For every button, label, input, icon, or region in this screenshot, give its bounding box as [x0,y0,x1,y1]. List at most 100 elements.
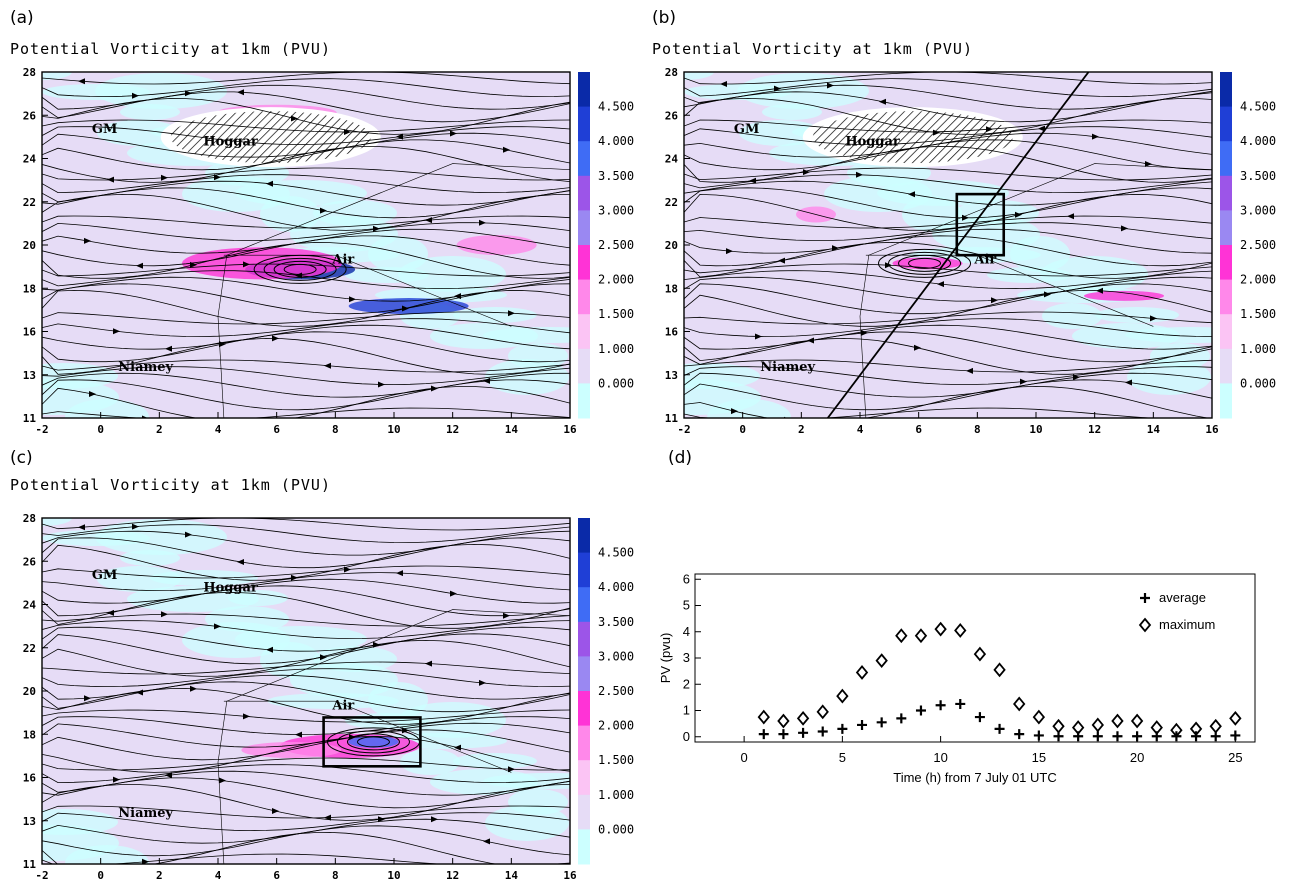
colorbar-label: 2.000 [598,719,634,733]
streamline [684,174,1212,194]
pv-low-patch [205,606,289,632]
pv-low-patch [508,789,568,815]
place-label: Niamey [118,806,173,821]
maximum-point [1052,718,1065,734]
x-tick-label: 10 [387,869,400,882]
x-tick-label: 16 [563,869,577,882]
streamline-arrow [450,590,457,597]
streamline [42,289,570,327]
streamline [684,270,1212,290]
colorbar-label: 4.000 [1240,134,1276,148]
place-label: Niamey [760,360,815,375]
x-tick-label: -2 [35,423,48,436]
average-point [994,723,1005,734]
maximum-point [875,653,888,669]
maximum-point [1091,717,1104,733]
maximum-point [816,704,829,720]
y-tick-label: 1 [683,703,690,718]
vortex-contour [263,257,337,281]
streamline-arrow [1073,374,1080,381]
maximum-point [1111,713,1124,729]
x-axis-label: Time (h) from 7 July 01 UTC [893,770,1057,785]
streamline-arrow [908,191,915,198]
colorbar-segment [578,552,590,588]
streamline-arrow [966,367,973,374]
y-tick-label: 16 [665,326,679,339]
x-tick-label: 2 [156,869,163,882]
colorbar-segment [1220,348,1232,384]
streamline-arrow [483,838,490,845]
streamline-arrow [1125,379,1132,386]
pv-low-patch [313,646,397,672]
streamline-arrow [962,214,969,221]
streamline [42,91,570,123]
streamline-arrow [165,772,172,779]
colorbar-label: 2.500 [1240,238,1276,252]
vortex-contour [273,260,327,278]
pv-low-patch [313,200,397,226]
legend-average-label: average [1159,590,1206,605]
panel-title: Potential Vorticity at 1km (PVU) [10,40,331,58]
colorbar-label: 3.000 [1240,203,1276,217]
colorbar-label: 2.500 [598,684,634,698]
streamline-arrow [1092,133,1099,140]
x-tick-label: 25 [1228,750,1242,765]
vortex-contour [888,251,962,275]
streamline-arrow [190,685,197,692]
colorbar-segment [578,794,590,830]
colorbar-label: 3.500 [1240,169,1276,183]
x-tick-label: -2 [677,423,690,436]
streamline-arrow [503,146,510,153]
y-tick-label: 18 [23,282,36,295]
maximum-point [1013,696,1026,712]
colorbar-segment [578,383,590,419]
x-tick-label: 5 [839,750,846,765]
streamline-arrow [190,261,197,268]
maximum-point [855,665,869,680]
average-point [798,727,809,738]
place-label: Hoggar [203,580,258,595]
colorbar-label: 4.500 [1240,100,1276,114]
streamline-arrow [291,574,298,581]
maximum-point [1229,710,1242,726]
colorbar-segment [578,725,590,761]
x-tick-label: 6 [273,423,280,436]
colorbar-label: 4.500 [598,546,634,560]
vortex-contour [356,736,390,748]
streamline [42,812,570,832]
x-tick-label: 14 [505,869,519,882]
pv-low-patch [42,363,118,389]
pv-low-patch [955,200,1039,226]
y-tick-label: 11 [665,412,679,425]
average-point [896,713,907,724]
streamline [42,585,570,617]
y-tick-label: 28 [665,66,678,79]
y-tick-label: 26 [665,109,679,122]
average-point [1014,729,1025,740]
analysis-box [955,192,1006,257]
streamline-arrow [142,858,149,864]
streamline [42,187,570,219]
streamline [42,537,570,569]
streamline [42,193,570,231]
streamline [42,126,570,146]
streamline-arrow [136,262,143,269]
streamline-arrow [84,237,91,244]
colorbar-label: 4.500 [598,100,634,114]
place-label: Hoggar [203,134,258,149]
colorbar-segment [578,245,590,281]
streamline [42,757,570,771]
y-tick-label: 11 [23,412,37,425]
streamline [42,591,570,629]
colorbar-label: 2.500 [598,238,634,252]
streamline-arrow [425,660,432,667]
streamline-arrow [107,609,114,616]
y-tick-label: 13 [23,369,36,382]
streamline [42,674,570,700]
place-label: GM [734,122,760,137]
y-tick-label: 18 [23,728,36,741]
colorbar-segment [578,314,590,350]
streamline-arrow [132,92,139,99]
y-tick-label: 22 [23,196,36,209]
streamline-arrow [89,865,96,871]
